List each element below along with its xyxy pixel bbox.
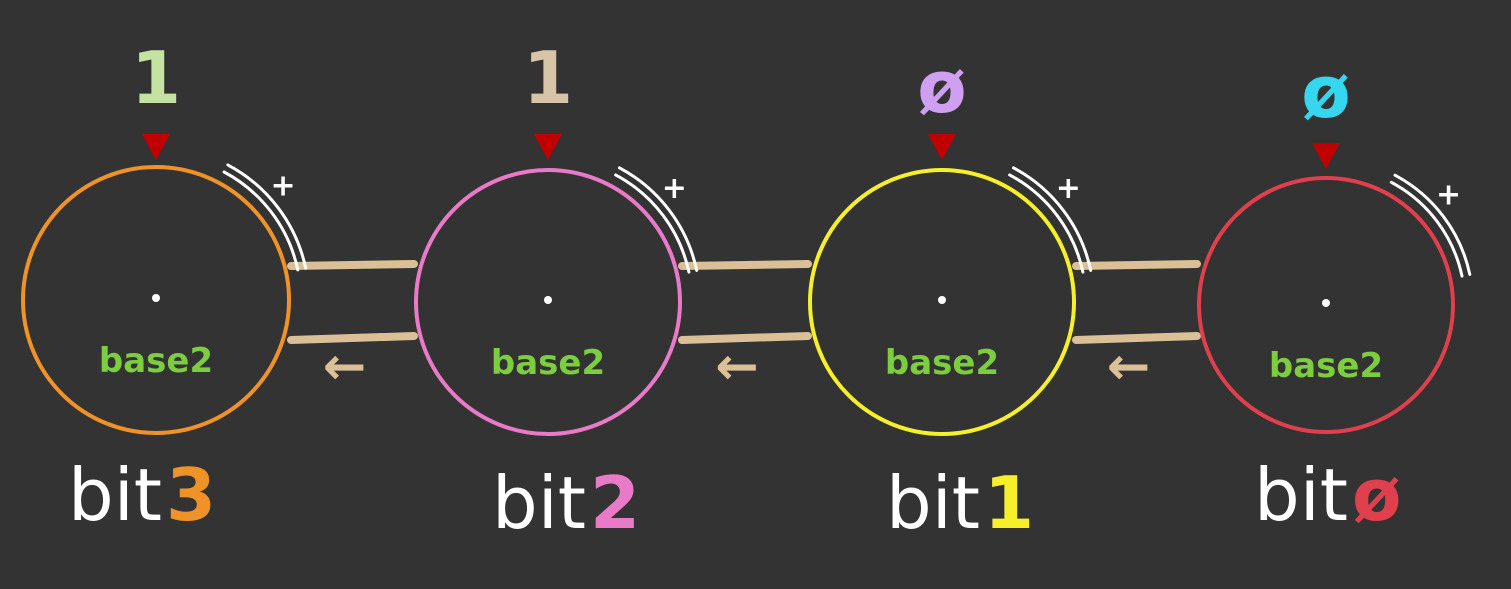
- carry-arrow-icon: ←: [1107, 337, 1151, 397]
- connector-line-bottom: [1072, 332, 1201, 344]
- rotation-arc: [1393, 173, 1472, 276]
- plus-sign: +: [662, 171, 687, 206]
- base-label: base2: [491, 343, 605, 383]
- wheel-digit: ø: [917, 45, 966, 129]
- bit-caption: bitø: [1254, 453, 1401, 537]
- bit-caption: bit1: [886, 461, 1034, 545]
- rotation-arc: [226, 163, 308, 270]
- wheel-ring: [808, 168, 1076, 436]
- center-dot: [938, 296, 946, 304]
- bit-index: 2: [590, 461, 640, 545]
- wheel-ring: [1197, 176, 1455, 434]
- connector-2: ←: [1072, 260, 1201, 397]
- connector-line-top: [1072, 260, 1201, 270]
- plus-sign: +: [1056, 171, 1081, 206]
- wheel-connectors: ← ← ←: [287, 260, 1201, 397]
- rotation-arc: [617, 166, 699, 272]
- plus-sign: +: [271, 169, 296, 204]
- connector-line-bottom: [287, 332, 418, 344]
- wheel-2: ø base2 + bit1: [808, 45, 1093, 545]
- wheel-digit: 1: [523, 36, 573, 120]
- bit-word: bit: [886, 461, 980, 545]
- center-dot: [152, 294, 160, 302]
- bit-word: bit: [1254, 453, 1348, 537]
- center-dot: [1322, 299, 1330, 307]
- wheel-ring: [414, 168, 682, 436]
- base-label: base2: [885, 343, 999, 383]
- bit-word: bit: [492, 461, 586, 545]
- wheel-0: 1 base2 + bit3: [21, 36, 308, 537]
- connector-0: ←: [287, 260, 418, 397]
- plus-sign: +: [1436, 178, 1461, 213]
- bit-index: 1: [984, 461, 1034, 545]
- base-label: base2: [99, 341, 213, 381]
- bit-index: 3: [166, 453, 216, 537]
- wheel-1: 1 base2 + bit2: [414, 36, 699, 545]
- rotation-arc: [614, 173, 691, 274]
- center-dot: [544, 296, 552, 304]
- bit-caption: bit3: [68, 453, 216, 537]
- rotation-arc: [1389, 180, 1464, 278]
- bit-word: bit: [68, 453, 162, 537]
- wheel-digit: 1: [131, 36, 181, 120]
- base-label: base2: [1269, 346, 1383, 386]
- bit-index: ø: [1352, 453, 1401, 537]
- connector-line-top: [678, 260, 812, 270]
- rotation-arc: [222, 170, 300, 272]
- pointer-triangle: [534, 134, 562, 160]
- bit-caption: bit2: [492, 461, 640, 545]
- connector-line-bottom: [678, 332, 812, 344]
- rotation-arc: [1008, 173, 1085, 274]
- pointer-triangle: [142, 134, 170, 160]
- pointer-triangle: [928, 134, 956, 160]
- connector-line-top: [287, 260, 418, 270]
- rotation-arc: [1011, 166, 1093, 272]
- pointer-triangle: [1312, 143, 1340, 169]
- wheels: 1base2+bit31base2+bit2øbase2+bit1øbase2+…: [21, 36, 1472, 545]
- carry-arrow-icon: ←: [715, 337, 759, 397]
- connector-1: ←: [678, 260, 812, 397]
- wheel-ring: [21, 165, 291, 435]
- carry-arrow-icon: ←: [323, 337, 367, 397]
- wheel-digit: ø: [1301, 50, 1350, 134]
